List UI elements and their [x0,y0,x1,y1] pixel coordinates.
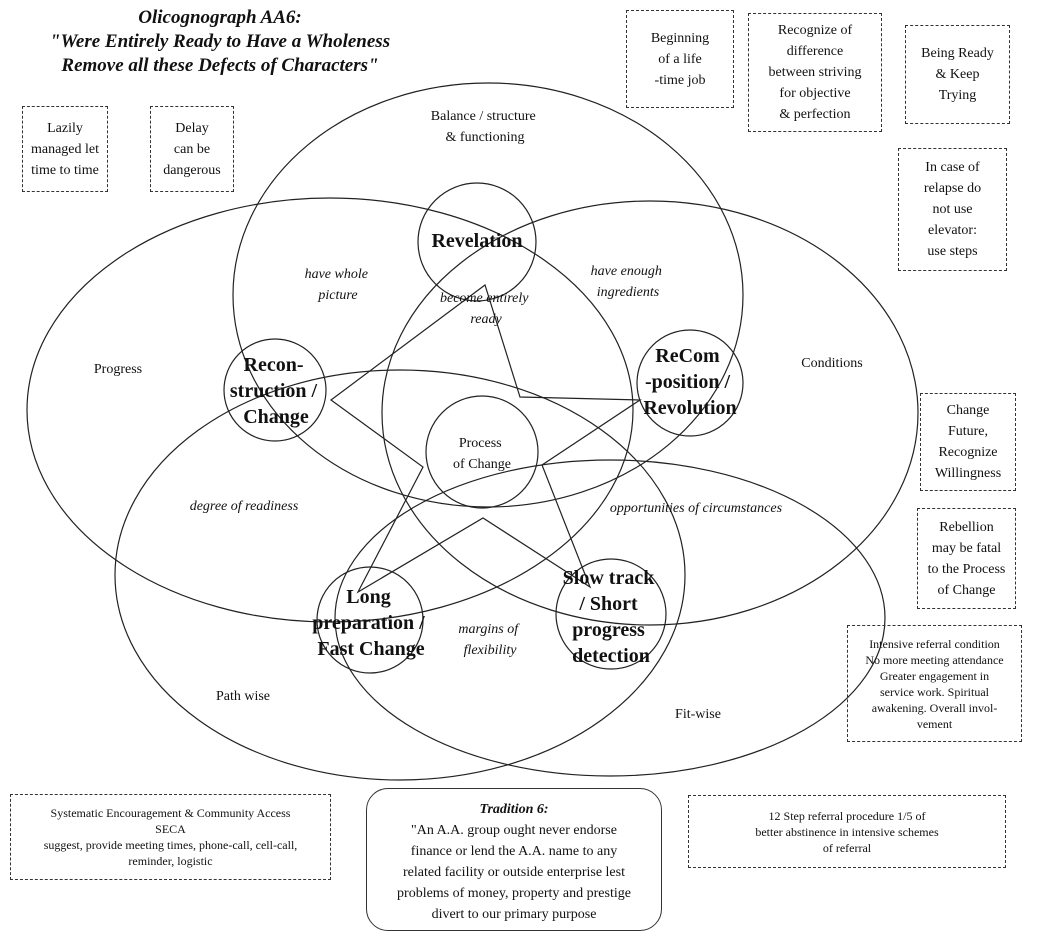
note-relapse-text: In case of relapse do not use elevator: … [923,160,982,259]
note-12-step-referral-text: 12 Step referral procedure 1/5 of better… [755,808,939,855]
node-slow-track-line-4: detection [572,645,650,667]
region-fit-wise: Fit-wise [675,707,721,722]
note-intensive-referral: Intensive referral condition No more mee… [847,625,1022,742]
note-seca-text: Systematic Encouragement & Community Acc… [43,806,298,868]
node-recomposition: ReCom -position / Revolution [643,345,736,419]
region-conditions: Conditions [801,356,862,371]
node-recomposition-line-1: ReCom [655,345,720,367]
ellipse-left [26,197,634,623]
diagram-title: Olicognograph AA6: "Were Entirely Ready … [10,6,430,78]
node-process-line-2: of Change [453,457,511,472]
node-reconstruction-line-1: Recon- [244,354,304,376]
region-become-ready-line-1: become entirely [440,291,529,306]
note-lazily: Lazily managed let time to time [22,106,108,192]
region-have-whole-line-1: have whole [305,267,368,282]
region-margins-line-1: margins of [458,622,520,637]
region-margins-line-2: flexibility [464,643,518,658]
region-become-ready-line-2: ready [470,312,502,327]
node-long-preparation-line-1: Long [346,586,390,608]
note-lazily-text: Lazily managed let time to time [30,120,100,178]
node-circle-revelation [417,182,537,302]
note-delay-text: Delay can be dangerous [163,120,221,178]
node-slow-track-line-1: Slow track [563,567,656,589]
region-become-ready: become entirely ready [440,291,532,327]
tradition-6-box: Tradition 6: "An A.A. group ought never … [366,788,662,931]
region-have-enough-line-2: ingredients [597,285,660,300]
node-slow-track-line-2: / Short [578,593,638,615]
node-reconstruction: Recon- struction / Change [230,354,322,428]
node-reconstruction-line-2: struction / [230,380,318,402]
note-recognize: Recognize of difference between striving… [748,13,882,132]
title-line-2: "Were Entirely Ready to Have a Wholeness [49,31,391,52]
region-progress: Progress [94,362,142,377]
tradition-6-text: "An A.A. group ought never endorse finan… [397,823,631,922]
note-rebellion: Rebellion may be fatal to the Process of… [917,508,1016,609]
note-intensive-referral-text: Intensive referral condition No more mee… [865,636,1004,731]
region-balance-line-1: Balance / structure [431,109,536,124]
node-circle-slow-track [555,558,667,670]
node-process: Process of Change [453,436,511,472]
title-line-1: Olicognograph AA6: [138,7,302,28]
node-slow-track: Slow track / Short progress detection [563,567,660,667]
region-opportunities: opportunities of circumstances [610,501,783,516]
region-path-wise: Path wise [216,689,270,704]
node-circle-recomposition [636,329,744,437]
region-margins: margins of flexibility [458,622,521,658]
region-have-whole: have whole picture [305,267,372,303]
node-circle-long-preparation [316,566,424,674]
note-12-step-referral: 12 Step referral procedure 1/5 of better… [688,795,1006,868]
node-long-preparation: Long preparation / Fast Change [312,586,429,660]
note-change-future-text: Change Future, Recognize Willingness [934,403,1002,481]
node-long-preparation-line-3: Fast Change [317,638,424,660]
note-relapse: In case of relapse do not use elevator: … [898,148,1007,271]
tradition-6-heading: Tradition 6: [479,802,549,817]
note-recognize-text: Recognize of difference between striving… [768,23,862,122]
note-change-future: Change Future, Recognize Willingness [920,393,1016,491]
note-beginning-text: Beginning of a life -time job [650,30,710,88]
region-balance: Balance / structure & functioning [431,109,539,145]
node-recomposition-line-3: Revolution [643,397,736,419]
node-reconstruction-line-3: Change [243,406,309,428]
note-delay: Delay can be dangerous [150,106,234,192]
region-have-whole-line-2: picture [317,288,357,303]
region-have-enough: have enough ingredients [591,264,666,300]
node-revelation: Revelation [431,230,522,252]
ellipse-top [232,82,744,508]
region-balance-line-2: & functioning [446,130,525,145]
title-line-3: Remove all these Defects of Characters" [61,55,379,76]
ellipse-right [381,200,919,626]
ellipse-bottom-right [334,459,886,777]
node-recomposition-line-2: -position / [645,371,730,393]
ellipse-bottom-left [114,369,686,781]
region-degree: degree of readiness [190,499,299,514]
pentagram-star [329,284,642,594]
note-being-ready-text: Being Ready & Keep Trying [921,46,994,103]
node-process-line-1: Process [459,436,502,451]
note-rebellion-text: Rebellion may be fatal to the Process of… [927,519,1006,598]
node-long-preparation-line-2: preparation / [312,612,425,634]
note-seca: Systematic Encouragement & Community Acc… [10,794,331,880]
note-beginning: Beginning of a life -time job [626,10,734,108]
region-have-enough-line-1: have enough [591,264,662,279]
node-circle-reconstruction [223,338,327,442]
note-being-ready: Being Ready & Keep Trying [905,25,1010,124]
node-slow-track-line-3: progress [572,619,645,641]
node-circle-process [425,395,539,509]
